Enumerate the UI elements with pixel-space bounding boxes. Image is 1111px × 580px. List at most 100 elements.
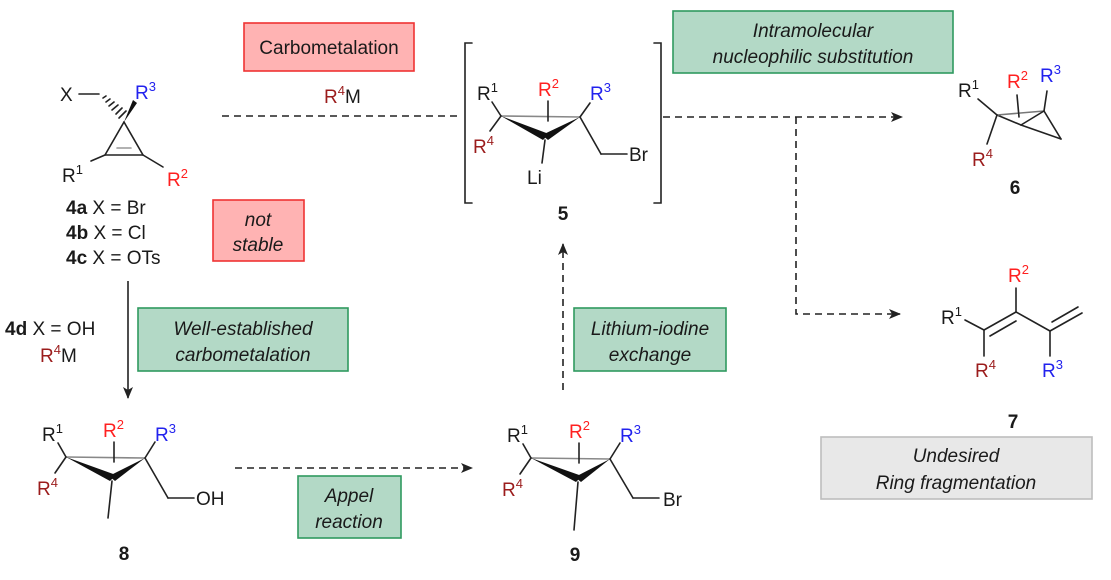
ring-back-bond [530,457,611,460]
r4-label: R4 [37,475,58,500]
bond-ch2 [609,458,634,499]
well-established-box: Well-established carbometalation [137,307,349,372]
compound-7-label: 7 [1008,412,1019,433]
reagent-r4m-top: R4M [324,83,361,108]
ring-bond [1043,110,1062,140]
wedge-bond [575,459,610,482]
r3-label: R3 [1042,357,1063,382]
compound-7-structure: R1 R2 R4 R3 [941,262,1083,382]
compound-4-structure: X R3 R1 R2 [60,79,188,191]
ring-back-bond [65,456,146,459]
compound-6-structure: R1 R2 R3 R4 [958,62,1062,171]
r1-label: R1 [42,421,63,446]
compound-4b-label: 4b X = Cl [66,223,146,244]
double-bond [1049,312,1083,332]
box-text: Intramolecular [753,21,874,42]
r2-label: R2 [1007,68,1028,93]
single-bond [1015,311,1051,332]
ring-back-bond [500,115,581,118]
box-text: Carbometalation [259,38,398,59]
bond-r3 [609,442,621,460]
r3-label: R3 [1040,62,1061,87]
compound-5-label: 5 [558,204,569,225]
bond-r1 [964,319,985,331]
double-bond-inner [1051,306,1079,323]
bond-r2 [142,154,164,168]
box-text: Appel [324,486,374,507]
compound-4a-label: 4a X = Br [66,198,146,219]
compound-9-label: 9 [570,545,581,566]
compound-8-structure: R1 R2 R3 R4 OH [37,417,225,519]
compound-4d-label: 4d X = OH [5,319,95,340]
left-bracket [464,42,473,204]
bond-r4 [986,114,998,145]
r1-label: R1 [62,162,83,187]
dashed-arrow-5-to-7 [795,117,901,319]
compound-5-structure: R1 R2 R3 R4 Li Br [464,42,662,204]
wedge-bond [531,458,582,482]
not-stable-box: not stable [212,199,305,262]
bond-r4 [54,456,67,474]
oh-label: OH [196,489,225,510]
r2-label: R2 [103,417,124,442]
box-text: exchange [609,345,691,366]
undesired-fragmentation-box: Undesired Ring fragmentation [820,436,1093,500]
bond-r2 [1016,94,1020,118]
right-bracket [653,42,662,204]
r2-label: R2 [538,76,559,101]
bond-r3 [579,102,591,118]
wedge-bond [542,117,580,140]
ring-bond [123,121,144,156]
r3-label: R3 [135,79,156,104]
bond-r1 [522,443,532,459]
bond-r4 [489,115,502,132]
r1-label: R1 [941,304,962,329]
box-text: not [245,210,272,231]
bond-r3 [144,441,156,459]
li-label: Li [527,168,542,189]
bond-r1 [491,101,502,117]
r1-label: R1 [477,80,498,105]
box-text: reaction [315,512,383,533]
bond-r1 [90,154,106,162]
x-label: X [60,85,73,106]
appel-reaction-box: Appel reaction [297,475,402,539]
r4-label: R4 [975,357,996,382]
box-text: nucleophilic substitution [713,47,914,68]
box-text: Lithium-iodine [591,319,709,340]
double-bond-inner [989,320,1017,337]
ring-bond [1020,110,1045,126]
r2-label: R2 [569,418,590,443]
compound-6-label: 6 [1010,178,1021,199]
box-text: Undesired [913,446,1001,467]
r4-label: R4 [972,146,993,171]
compound-8-label: 8 [119,544,130,565]
bond-r1 [57,442,67,458]
bond-ch2 [144,457,169,499]
wedge-bond [66,457,116,481]
wedge-bond [109,458,145,481]
r1-label: R1 [958,77,979,102]
r3-label: R3 [590,80,611,105]
carbometalation-box: Carbometalation [243,22,415,72]
bold-wedge-bond [124,100,137,122]
bond-ch2 [579,116,602,155]
box-text: carbometalation [175,345,310,366]
br-label: Br [629,145,649,166]
bond-r4 [519,457,532,475]
ring-back-bond [996,110,1045,116]
r2-label: R2 [1008,262,1029,287]
ring-bond [996,114,1022,126]
bond-i [573,481,579,531]
r1-label: R1 [507,422,528,447]
box-text: Ring fragmentation [876,473,1037,494]
r2-label: R2 [167,166,188,191]
ring-bond [104,121,125,156]
box-text: stable [233,235,284,256]
r3-label: R3 [155,421,176,446]
r4-label: R4 [473,133,494,158]
bond-r3 [1043,90,1048,112]
wedge-bond [501,116,549,140]
bond-r1 [977,98,998,116]
